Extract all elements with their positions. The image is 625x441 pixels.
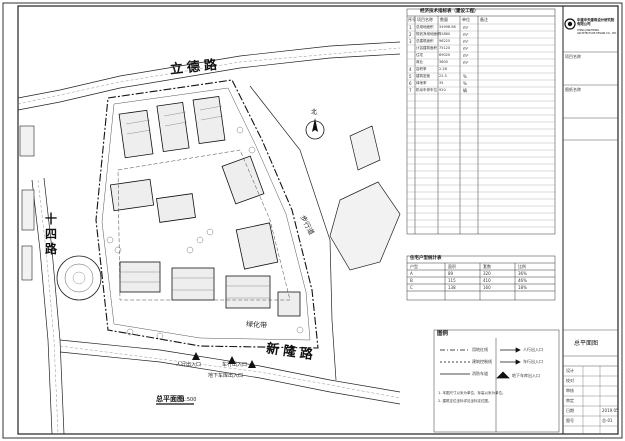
- table2-cell: 36%: [518, 271, 527, 276]
- table-cell: m²: [463, 32, 469, 37]
- title-block-value: 2019.05: [602, 408, 619, 413]
- title-block-row: 审核: [566, 388, 574, 393]
- drawing-title: 总平面图: [156, 395, 184, 403]
- table-cell: 3600: [439, 60, 448, 64]
- drawing-label: 图纸名称: [565, 87, 581, 92]
- note-line: 2. 建筑定位坐标详见坐标定位图。: [438, 399, 492, 403]
- table-cell: 32860: [439, 32, 451, 36]
- table-cell: 2: [409, 32, 412, 37]
- title-block-value: 总-01: [602, 418, 613, 423]
- legend-item: 消防车道: [472, 371, 488, 376]
- legend-item: 地下车库出入口: [512, 373, 540, 378]
- table2-cell: 320: [483, 271, 491, 276]
- table2-cell: 89: [448, 271, 454, 276]
- green-belt-label: 绿化带: [245, 320, 268, 330]
- table2-cell: 46%: [518, 278, 527, 283]
- table-cell: 总建筑面积: [416, 39, 434, 43]
- table-cell: 7: [409, 88, 412, 93]
- table-cell: 计容建筑面积: [416, 46, 437, 50]
- table-cell: m²: [463, 25, 469, 30]
- sheet-name: 总平面图: [574, 340, 599, 347]
- title-block-row: 日期: [566, 408, 574, 413]
- table-cell: %: [463, 74, 467, 79]
- table-head-unit: 单位: [462, 17, 470, 22]
- road-label-west: 十四路: [44, 212, 57, 256]
- table2-cell: C: [410, 285, 413, 290]
- table-cell: 920: [439, 88, 446, 92]
- table2-cell: B: [410, 278, 413, 283]
- company-name: 中建中天建筑设计研究院有限公司: [577, 18, 615, 27]
- note-line: 1. 本图尺寸以米为单位，标高以米为单位。: [438, 391, 506, 395]
- table2-cell: 160: [483, 285, 491, 290]
- table2-cell: 410: [483, 278, 491, 283]
- table-cell: m²: [463, 39, 469, 44]
- table-cell: 总用地面积: [416, 25, 434, 29]
- table2-head: 比例: [518, 264, 526, 269]
- table-cell: m²: [463, 60, 469, 65]
- table-cell: 容积率: [416, 67, 427, 71]
- table2-head: 户型: [410, 264, 418, 269]
- table-cell: 75120: [439, 46, 451, 50]
- table-cell: 35: [439, 81, 444, 85]
- table-cell: %: [463, 81, 467, 86]
- drawing-scale: 1:500: [182, 397, 197, 403]
- legend-title: 图例: [437, 331, 449, 337]
- title-block-row: 校对: [566, 378, 574, 383]
- project-label: 项目名称: [565, 54, 581, 59]
- table-cell: 辆: [463, 88, 467, 93]
- legend-item: 人行出入口: [523, 347, 543, 352]
- table-cell: m²: [463, 46, 469, 51]
- table-head-qty: 数量: [440, 17, 448, 22]
- table-cell: 69020: [439, 53, 451, 57]
- table-cell: 绿地率: [416, 81, 427, 85]
- table-cell: 规划净用地面积: [416, 32, 441, 36]
- table-cell: 3: [409, 39, 412, 44]
- table2-head: 套数: [483, 264, 491, 269]
- title-block-row: 审定: [566, 398, 574, 403]
- table-head-item: 项目名称: [417, 17, 433, 22]
- table2-cell: 115: [448, 278, 456, 283]
- title-block-row: 设计: [566, 368, 574, 373]
- table2-cell: A: [410, 271, 413, 276]
- title-block-row: 图号: [566, 418, 574, 423]
- table-cell: 1: [409, 25, 412, 30]
- table-head-note: 备注: [480, 17, 488, 22]
- table-cell: 建筑密度: [416, 74, 430, 78]
- table-cell: 96225: [439, 39, 451, 43]
- table2-cell: 138: [448, 285, 456, 290]
- table-cell: m²: [463, 53, 469, 58]
- table-cell: 22.5: [439, 74, 447, 78]
- table2-head: 面积: [448, 264, 456, 269]
- underground-exit-label: 地下车库出入口: [208, 373, 244, 379]
- pedestrian-entrance-label: 人行出入口: [176, 362, 202, 368]
- legend-item: 用地红线: [472, 347, 488, 352]
- table-cell: 6: [409, 81, 412, 86]
- company-name-en: CHINA JIANZHONG ARCHITECTURE DESIGN CO.,…: [577, 29, 617, 35]
- vehicle-entrance-label: 车行出入口: [222, 362, 248, 368]
- table-cell: 机动车停车位: [416, 88, 437, 92]
- table-head-no: 序号: [408, 17, 416, 22]
- table-cell: 2.28: [439, 67, 447, 71]
- table2-cell: 18%: [518, 285, 527, 290]
- north-arrow-label: 北: [311, 109, 318, 116]
- unit-table-title: 住宅户型统计表: [410, 256, 442, 261]
- legend-item: 车行出入口: [523, 359, 543, 364]
- indicator-table-title: 经济技术指标表（建设工程）: [420, 9, 479, 14]
- table-cell: 5: [409, 74, 412, 79]
- table-cell: 商业: [416, 60, 423, 64]
- table-cell: 住宅: [416, 53, 423, 57]
- legend-item: 建筑控制线: [472, 359, 492, 364]
- table-cell: 4: [409, 67, 412, 72]
- table-cell: 34996.98: [439, 25, 456, 29]
